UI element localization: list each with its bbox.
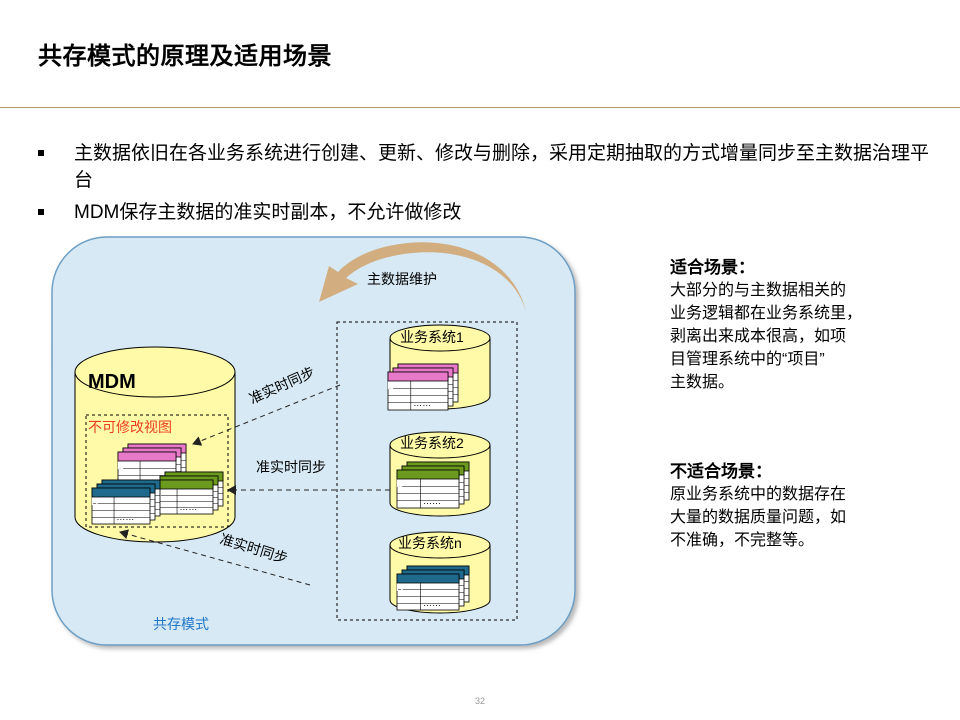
page-title: 共存模式的原理及适用场景 — [38, 43, 332, 70]
table-stack-system-2: …… D — [396, 461, 470, 509]
business-systems-box — [336, 321, 518, 621]
suitable-line: 大部分的与主数据相关的 — [670, 282, 847, 299]
suitable-line: 剥离出来成本很高，如项 — [670, 328, 847, 345]
sync-arrow-3 — [119, 529, 311, 586]
table-stack-mdm-green: ……D — [154, 471, 224, 515]
suitable-title: 适合场景： — [670, 258, 755, 277]
suitable-line: 主数据。 — [670, 374, 735, 391]
unsuitable-section: 不适合场景： 原业务系统中的数据存在 大量的数据质量问题，如 不准确，不完整等。 — [670, 460, 910, 552]
unsuitable-line: 原业务系统中的数据存在 — [670, 486, 847, 503]
table-stack-system-1: …… D — [387, 363, 459, 411]
mode-label: 共存模式 — [153, 616, 209, 632]
maintenance-arrow — [319, 242, 526, 312]
suitable-line: 目管理系统中的“项目” — [670, 351, 825, 368]
unsuitable-line: 大量的数据质量问题，如 — [670, 509, 847, 526]
page-number: 32 — [474, 696, 485, 706]
table-cell-text: …… — [413, 398, 431, 408]
table-cell-text: …… — [423, 496, 441, 506]
readonly-view-label: 不可修改视图 — [88, 419, 172, 435]
bullet-list: 主数据依旧在各业务系统进行创建、更新、修改与删除，采用定期抽取的方式增量同步至主… — [38, 140, 938, 231]
bullet-marker — [38, 209, 44, 215]
table-edge-text: D — [91, 496, 99, 508]
suitable-section: 适合场景： 大部分的与主数据相关的 业务逻辑都在业务系统里， 剥离出来成本很高，… — [670, 256, 910, 394]
title-divider — [0, 107, 960, 108]
table-edge-text: D — [396, 582, 404, 594]
system-1-label: 业务系统1 — [400, 329, 464, 345]
bullet-item: MDM保存主数据的准实时副本，不允许做修改 — [38, 199, 938, 226]
mdm-label: MDM — [88, 371, 136, 393]
table-cell-text: …… — [116, 512, 134, 522]
bullet-text: MDM保存主数据的准实时副本，不允许做修改 — [74, 202, 462, 223]
bullet-item: 主数据依旧在各业务系统进行创建、更新、修改与删除，采用定期抽取的方式增量同步至主… — [38, 140, 938, 194]
table-stacks: ……D……D……D……D……D……D — [91, 363, 470, 611]
table-stack-mdm-blue: …… D — [91, 479, 161, 525]
table-edge-text: D — [117, 460, 125, 472]
suitable-line: 业务逻辑都在业务系统里， — [670, 305, 863, 322]
table-cell-text: …… — [179, 502, 197, 512]
readonly-view-box — [85, 414, 229, 528]
table-edge-text: D — [396, 478, 404, 490]
system-n-label: 业务系统n — [398, 535, 462, 551]
unsuitable-title: 不适合场景： — [670, 462, 772, 481]
system-2-label: 业务系统2 — [400, 435, 464, 451]
bullet-text: 主数据依旧在各业务系统进行创建、更新、修改与删除，采用定期抽取的方式增量同步至主… — [74, 143, 930, 191]
table-stack-system-n: …… D — [396, 565, 470, 611]
table-edge-text: D — [387, 380, 395, 392]
unsuitable-line: 不准确，不完整等。 — [670, 532, 815, 549]
sync-label-2: 准实时同步 — [256, 459, 326, 475]
maintenance-label: 主数据维护 — [367, 271, 437, 287]
bullet-marker — [38, 150, 44, 156]
table-cell-text: …… — [423, 598, 441, 608]
